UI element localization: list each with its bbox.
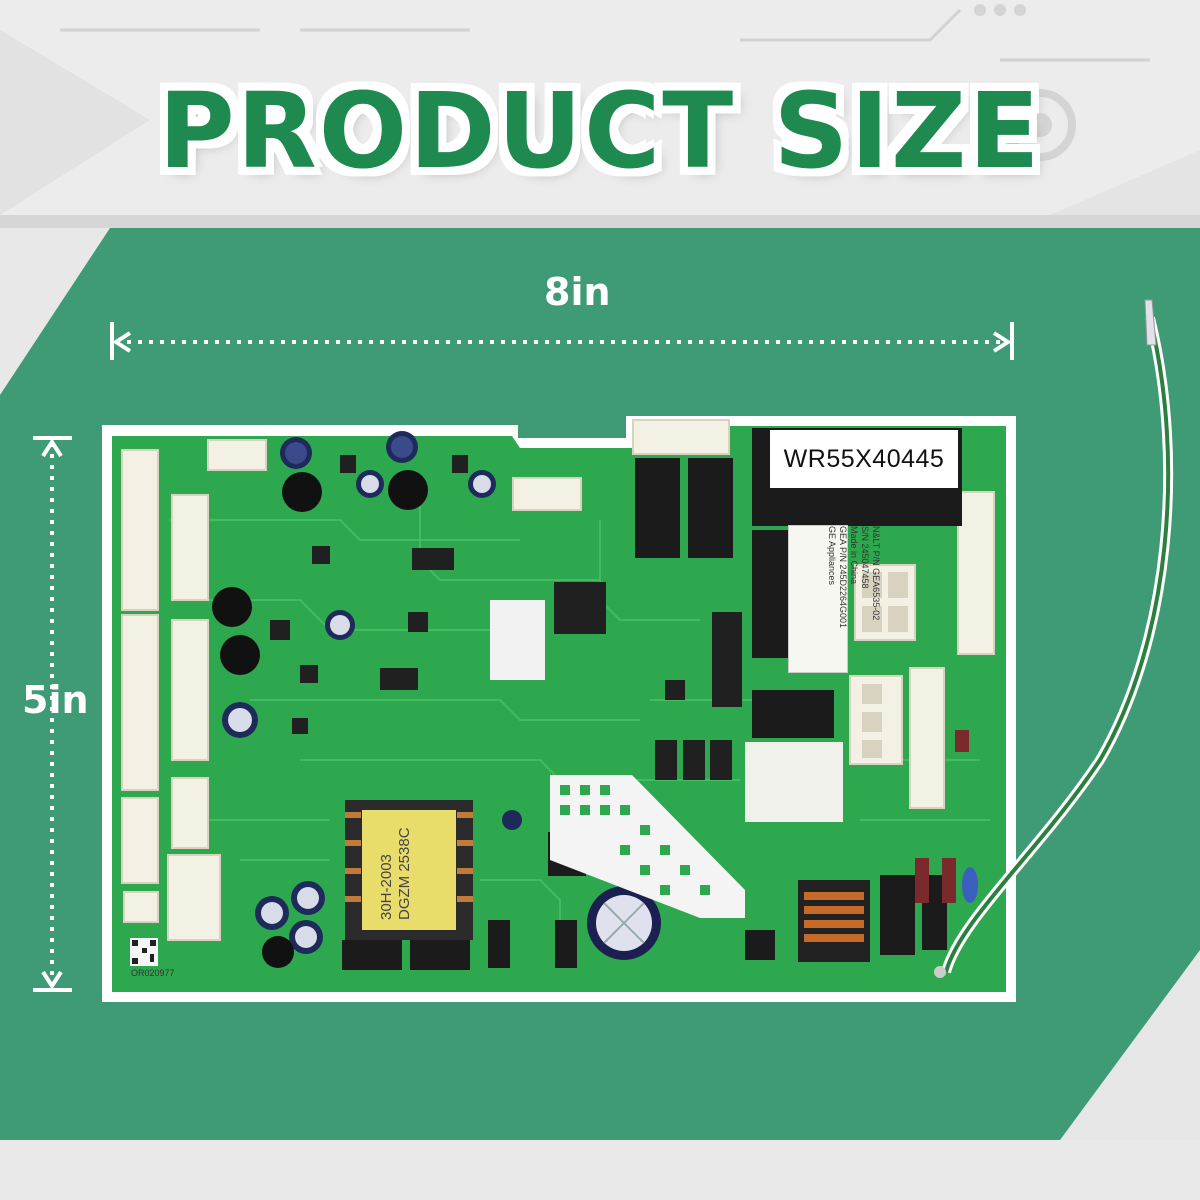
sticker-line-1: N&LT P/N GEA6535-02	[871, 526, 881, 621]
width-dimension-label: 8in	[544, 270, 611, 314]
sticker-line-2: S/N 245047458	[860, 526, 870, 589]
board-corner-code: OR020977	[131, 968, 175, 978]
model-number-label: WR55X40445	[770, 430, 958, 488]
sticker-line-5: GE Appliances	[827, 526, 837, 586]
transformer-line-2: DGZM 2538C	[396, 827, 413, 920]
height-dimension-label: 5in	[22, 678, 89, 722]
transformer-marking: 30H-2003 DGZM 2538C	[378, 827, 414, 920]
part-info-sticker: N&LT P/N GEA6535-02 S/N 245047458 Made i…	[788, 525, 881, 673]
transformer-line-1: 30H-2003	[378, 854, 395, 920]
sticker-line-4: GEA P/N 245D2264G001	[838, 526, 848, 629]
sticker-text: N&LT P/N GEA6535-02 S/N 245047458 Made i…	[826, 526, 881, 628]
sticker-line-3: Made in China	[849, 526, 859, 585]
headline: PRODUCT SIZE	[158, 70, 1042, 192]
